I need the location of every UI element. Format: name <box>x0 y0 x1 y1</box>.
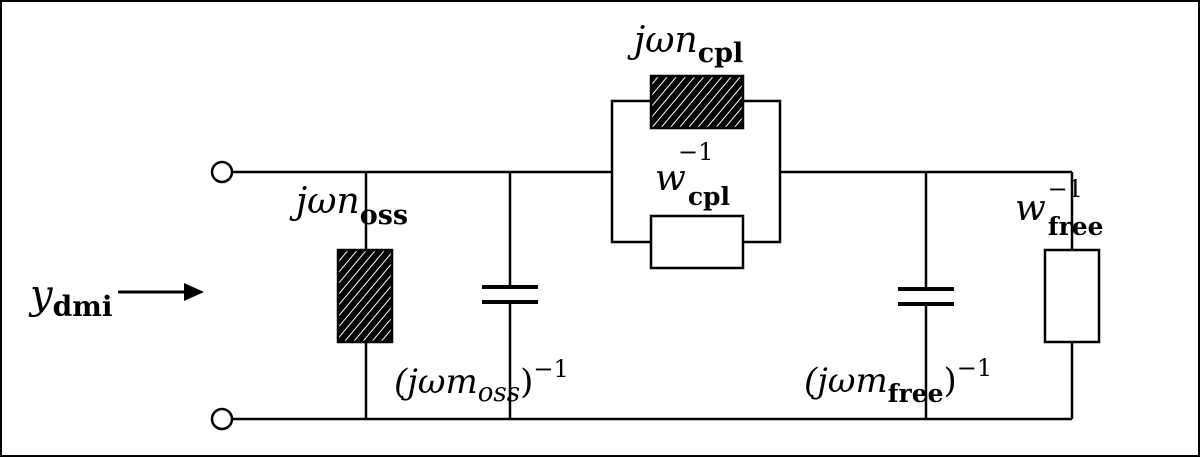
top-terminal <box>210 160 234 184</box>
free-resistor-label: wfree−1 <box>1015 175 1104 241</box>
input-admittance-label: ydmi <box>28 272 112 323</box>
free-compliance-label: (jωmfree)−1 <box>804 354 992 408</box>
cpl-mass-element <box>649 74 745 130</box>
cpl-resistor-label: wcpl−1 <box>655 138 730 211</box>
cpl-left-upper <box>610 99 651 172</box>
cpl-left-lower <box>610 172 651 244</box>
cpl-right-lower <box>743 172 782 244</box>
cpl-right-upper <box>743 99 782 172</box>
free-resistor-element <box>1043 248 1101 344</box>
cpl-resistor-element <box>649 214 745 270</box>
oss-mass-element <box>336 248 394 344</box>
oss-compliance-label: (jωmoss)−1 <box>394 355 569 408</box>
bottom-terminal <box>210 407 234 431</box>
cpl-mass-label: jωncpl <box>627 20 743 69</box>
oss-mass-label: jωnoss <box>289 181 408 231</box>
input-arrow-head <box>184 283 204 301</box>
